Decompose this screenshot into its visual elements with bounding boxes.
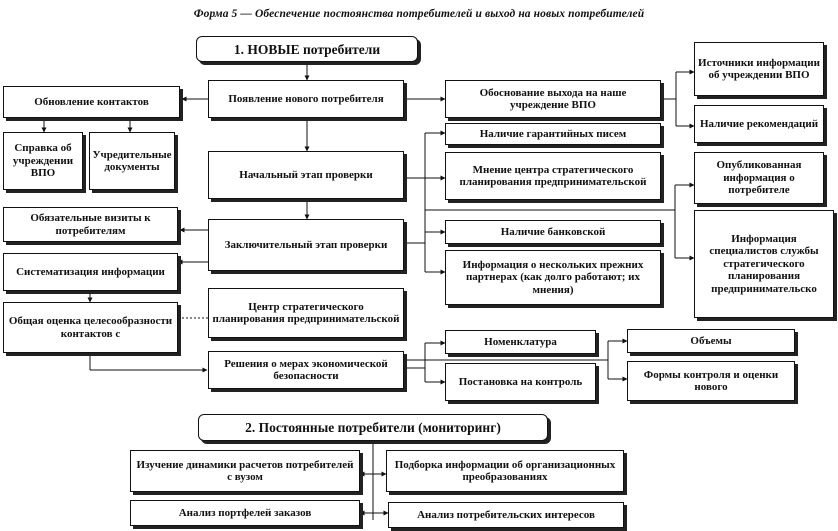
box-volumes: Объемы — [627, 329, 795, 353]
box-strategic-center-opinion: Мнение центра стратегического планирован… — [445, 152, 661, 200]
box-mandatory-visits: Обязательные визиты к потребителям — [3, 207, 178, 242]
box-consumer-interests: Анализ потребительских интересов — [388, 502, 624, 528]
box-partners-info: Информация о нескольких прежних партнера… — [445, 250, 661, 305]
diagram-title: Форма 5 — Обеспечение постоянства потреб… — [193, 8, 645, 20]
box-sources: Источники информации об учреждении ВПО — [694, 42, 824, 96]
box-founding-docs: Учредительные документы — [89, 132, 175, 190]
box-order-portfolio: Анализ портфелей заказов — [130, 500, 360, 526]
box-reference: Справка об учреждении ВПО — [3, 132, 83, 190]
box-strategic-center: Центр стратегического планирования предп… — [208, 288, 404, 338]
box-final-check: Заключительный этап проверки — [208, 219, 404, 271]
box-security-decision: Решения о мерах экономической безопаснос… — [208, 351, 404, 389]
box-control-setup: Постановка на контроль — [445, 363, 596, 401]
box-published-info: Опубликованная информация о потребителе — [694, 152, 824, 204]
box-new-consumers: 1. НОВЫЕ потребители — [196, 36, 418, 62]
box-recommendations: Наличие рекомендаций — [694, 105, 824, 143]
box-justification: Обоснование выхода на наше учреждение ВП… — [445, 80, 661, 118]
box-appearance: Появление нового потребителя — [208, 80, 404, 118]
box-bank-presence: Наличие банковской — [445, 220, 661, 244]
box-org-changes: Подборка информации об организационных п… — [386, 450, 624, 492]
box-settlement-dynamics: Изучение динамики расчетов потребителей … — [130, 450, 360, 492]
box-permanent-consumers: 2. Постоянные потребители (мониторинг) — [198, 414, 548, 441]
box-initial-check: Начальный этап проверки — [208, 151, 404, 199]
box-update-contacts: Обновление контактов — [3, 86, 180, 118]
box-systematization: Систематизация информации — [3, 253, 178, 291]
box-control-forms: Формы контроля и оценки нового — [627, 361, 795, 401]
box-nomenclature: Номенклатура — [445, 330, 596, 354]
box-specialists-info: Информация специалистов службы стратегич… — [694, 210, 834, 318]
box-guarantee-letters: Наличие гарантийных писем — [445, 123, 661, 145]
box-overall-assessment: Общая оценка целесообразности контактов … — [3, 302, 178, 353]
